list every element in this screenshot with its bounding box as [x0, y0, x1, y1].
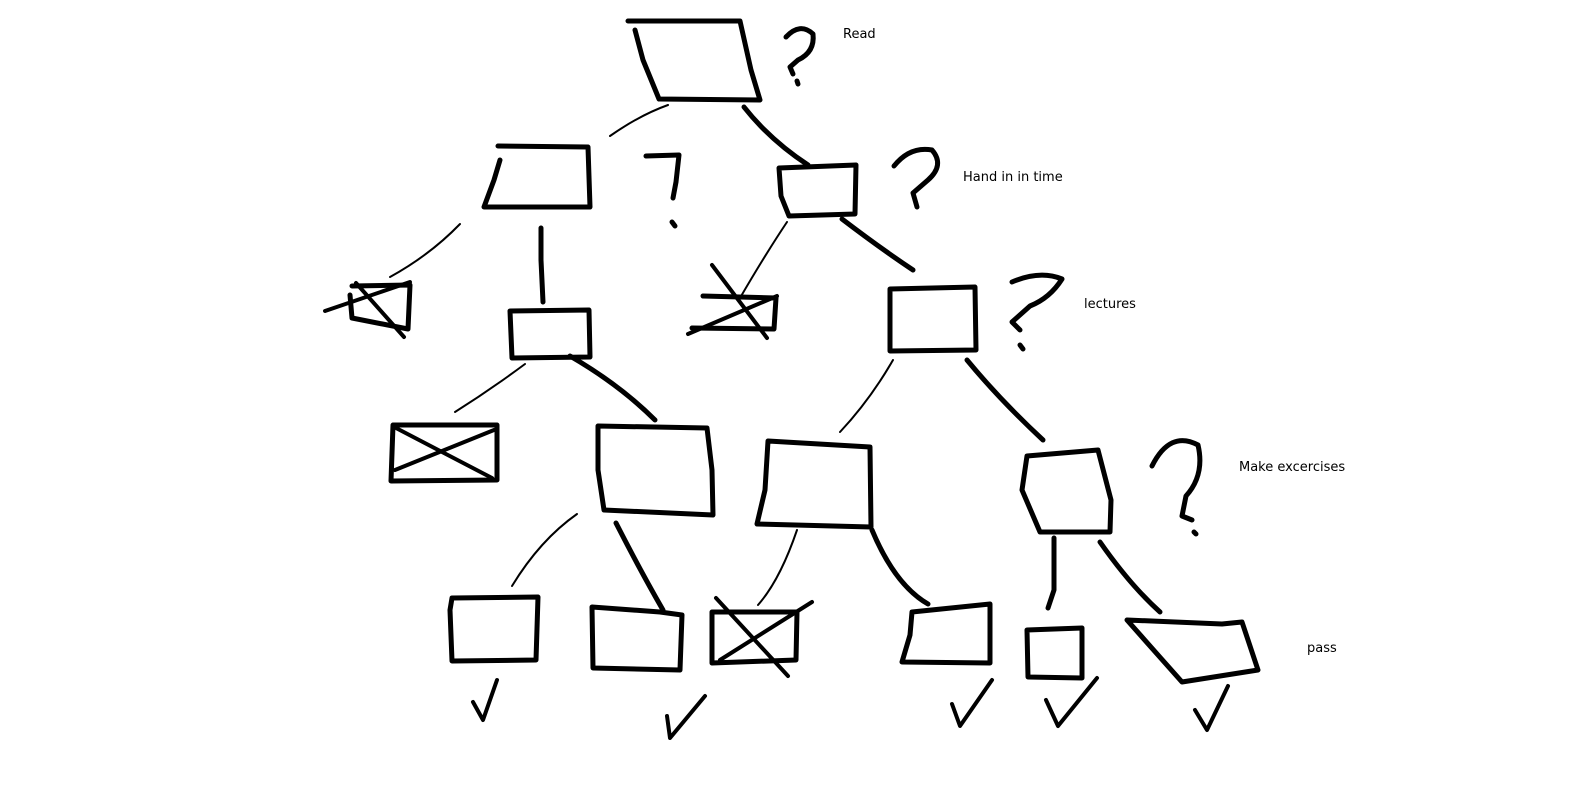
- node-level3-a: [595, 423, 716, 518]
- edge-l3a-no: [511, 513, 578, 587]
- question-mark-icon: [783, 26, 816, 87]
- level-label-exercises: Make excercises: [1239, 460, 1346, 475]
- node-level1-left: [481, 143, 593, 210]
- node-read: [625, 18, 763, 103]
- edge-l3c-yes: [1097, 539, 1163, 615]
- edge-l3c-no: [1045, 535, 1057, 611]
- node-pass-5: [1024, 625, 1085, 681]
- node-level1-right: [776, 162, 859, 219]
- node-level3-b: [754, 438, 874, 530]
- node-pass-6: [1124, 617, 1261, 685]
- question-mark-icon: [643, 152, 682, 229]
- edge-l1right-yes: [839, 216, 916, 273]
- node-pass-1: [447, 594, 541, 664]
- edge-l1right-no: [739, 221, 788, 299]
- node-level2-crossed-left: [323, 280, 413, 339]
- level-label-pass: pass: [1307, 641, 1337, 656]
- check-icon: [950, 678, 994, 728]
- edge-l3b-yes: [869, 527, 931, 607]
- edge-l2midleft-no: [454, 363, 526, 413]
- check-icon: [1044, 676, 1099, 728]
- check-icon: [1193, 684, 1230, 732]
- level-label-hand-in: Hand in in time: [963, 170, 1063, 185]
- edge-l1left-no: [389, 223, 461, 278]
- check-icon: [665, 694, 707, 740]
- question-mark-icon: [1149, 438, 1203, 537]
- node-pass-4: [899, 601, 993, 666]
- node-pass-2: [589, 604, 685, 673]
- node-level3-crossed: [388, 422, 500, 484]
- edge-l3a-yes: [613, 520, 666, 613]
- node-pass-crossed: [709, 596, 814, 678]
- question-mark-icon: [891, 146, 941, 210]
- node-level2-right: [887, 284, 979, 354]
- edge-l1left-yes: [538, 225, 546, 305]
- edge-l3b-no: [757, 529, 798, 606]
- check-icon: [471, 678, 499, 722]
- node-level3-c: [1019, 447, 1114, 535]
- edge-l2midleft-yes: [567, 353, 658, 423]
- level-label-lectures: lectures: [1084, 297, 1136, 312]
- question-mark-icon: [1009, 272, 1065, 352]
- edge-l2right-yes: [964, 357, 1046, 443]
- level-label-read: Read: [843, 27, 876, 42]
- node-level2-crossed-center: [686, 263, 779, 340]
- edge-l2right-no: [839, 359, 894, 433]
- edge-read-no: [609, 104, 669, 137]
- edge-read-yes: [741, 104, 811, 168]
- node-level2-midleft: [507, 307, 593, 361]
